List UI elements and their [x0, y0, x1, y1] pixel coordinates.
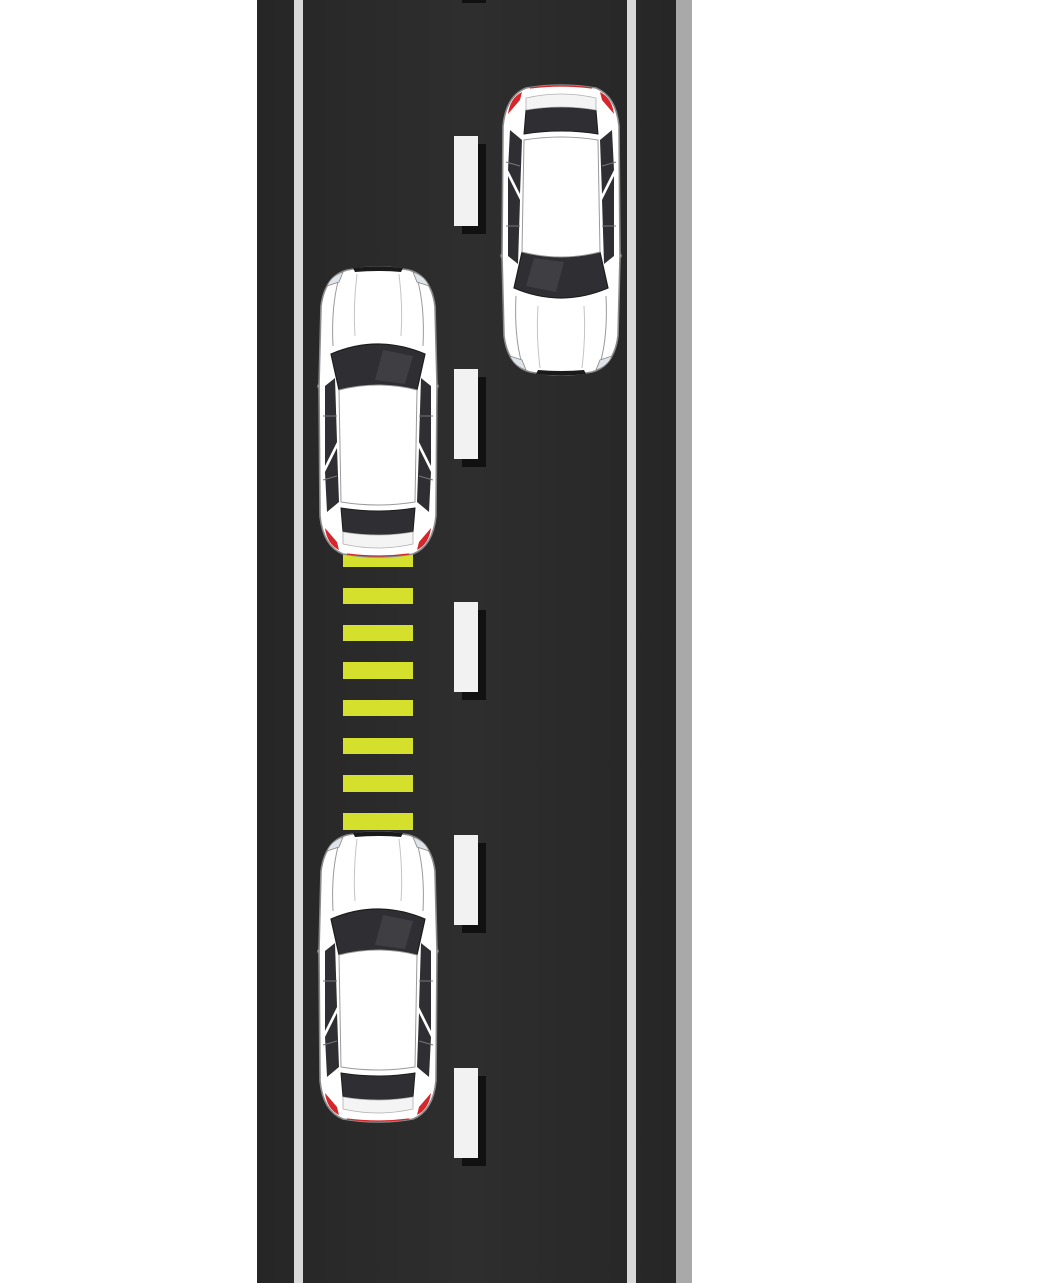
road-shoulder	[676, 0, 692, 1283]
lane-dash	[454, 369, 478, 459]
right-edge-line	[627, 0, 636, 1283]
lane-dash	[454, 1068, 478, 1158]
car-right-lane	[500, 84, 622, 376]
lane-dash	[454, 835, 478, 925]
car-left-lane-front	[317, 266, 439, 558]
following-distance-marker	[343, 551, 413, 830]
car-left-lane-rear	[317, 831, 439, 1123]
lane-dash	[454, 602, 478, 692]
left-edge-line	[294, 0, 303, 1283]
lane-dash	[454, 136, 478, 226]
center-lane-dashes	[454, 0, 486, 1166]
